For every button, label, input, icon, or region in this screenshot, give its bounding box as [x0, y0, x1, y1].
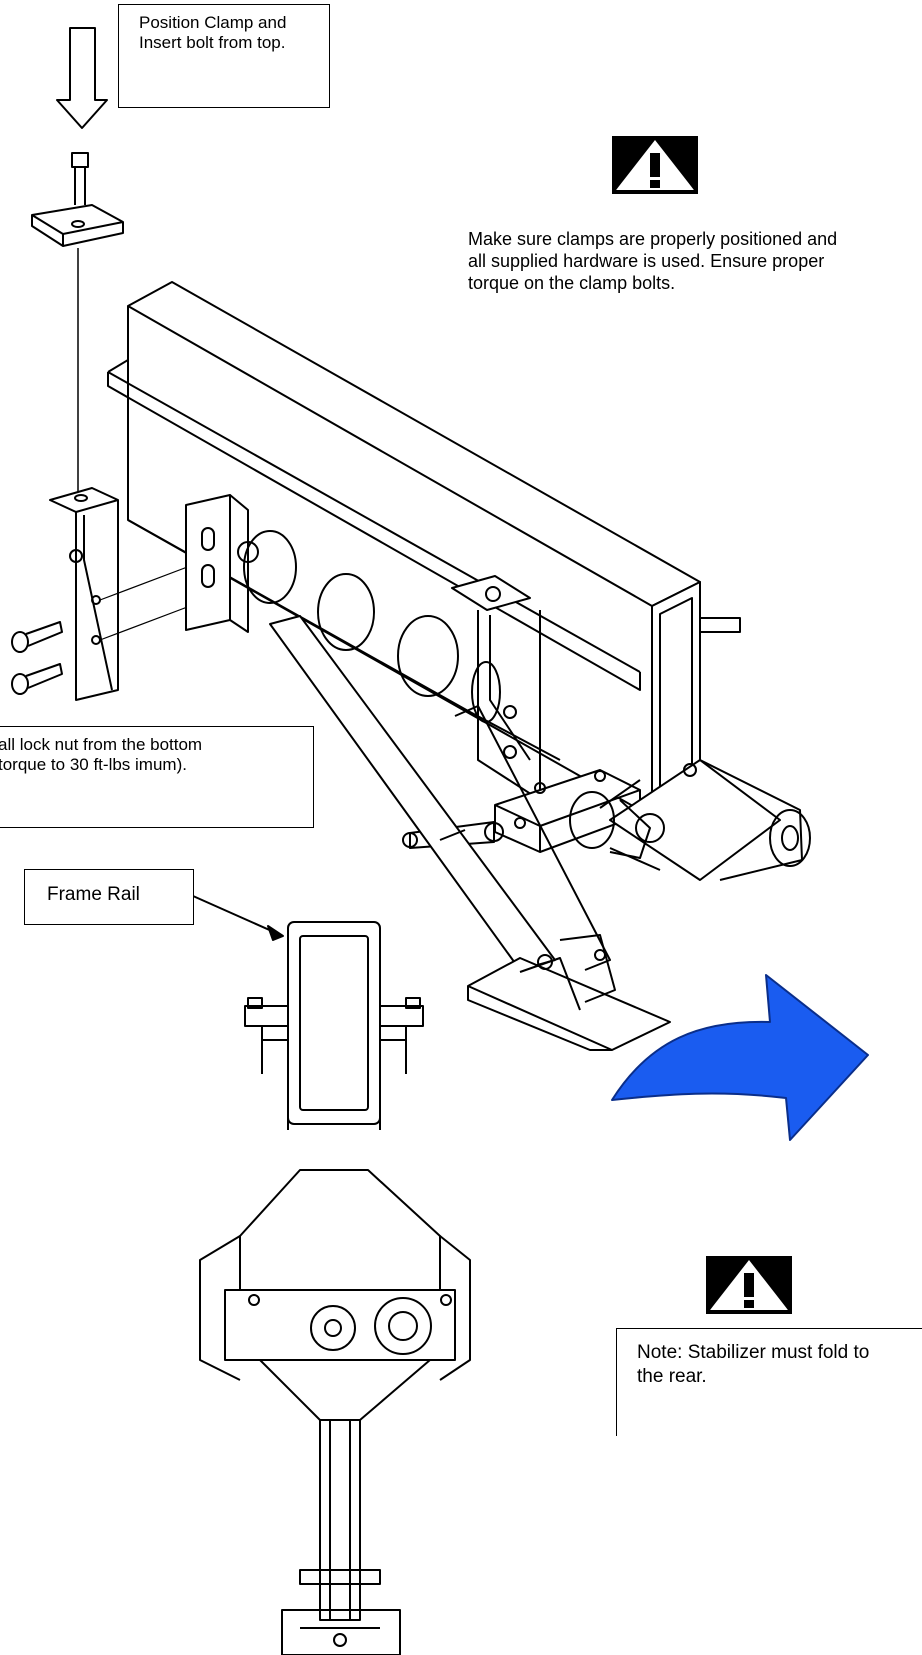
- frame-rail-label: Frame Rail: [47, 884, 140, 905]
- loose-bolt-upper: [11, 621, 63, 653]
- stabilizer-callout-text: Note: Stabilizer must fold to the rear.: [637, 1342, 870, 1387]
- link-arm: [402, 821, 504, 849]
- web-cutout: [243, 530, 297, 604]
- foot-pad: [467, 934, 671, 1051]
- mounting-plate: [185, 494, 249, 633]
- clamp-warning-text: Make sure clamps are properly positioned…: [468, 229, 838, 293]
- web-cutout: [397, 615, 459, 697]
- bracket-left: [49, 487, 119, 701]
- web-cutout: [471, 661, 501, 723]
- end-view-drawing: [199, 921, 471, 1655]
- loose-bolt-lower: [11, 663, 63, 695]
- frame-rail-isometric: [107, 281, 741, 827]
- warning-triangle-icon: [706, 1256, 792, 1314]
- clamp-callout-text: Position Clamp and Insert bolt from top.: [139, 13, 287, 52]
- locknut-callout-text: all lock nut from the bottom torque to 3…: [0, 735, 203, 774]
- drive-motor: [569, 759, 811, 881]
- warning-triangle-icon: [612, 136, 698, 194]
- clamp-plate: [31, 204, 124, 247]
- bracket-right: [451, 575, 541, 801]
- fold-direction-arrow: [611, 974, 869, 1141]
- web-cutout: [317, 573, 375, 651]
- locknut-callout: all lock nut from the bottom torque to 3…: [0, 726, 314, 828]
- frame-rail-callout: Frame Rail: [24, 869, 194, 925]
- clamp-warning-note: Make sure clamps are properly positioned…: [468, 228, 858, 294]
- clamp-callout: Position Clamp and Insert bolt from top.: [118, 4, 330, 108]
- clamp-bolt: [71, 152, 89, 205]
- insert-direction-arrow: [56, 27, 108, 129]
- stabilizer-callout: Note: Stabilizer must fold to the rear.: [616, 1328, 922, 1436]
